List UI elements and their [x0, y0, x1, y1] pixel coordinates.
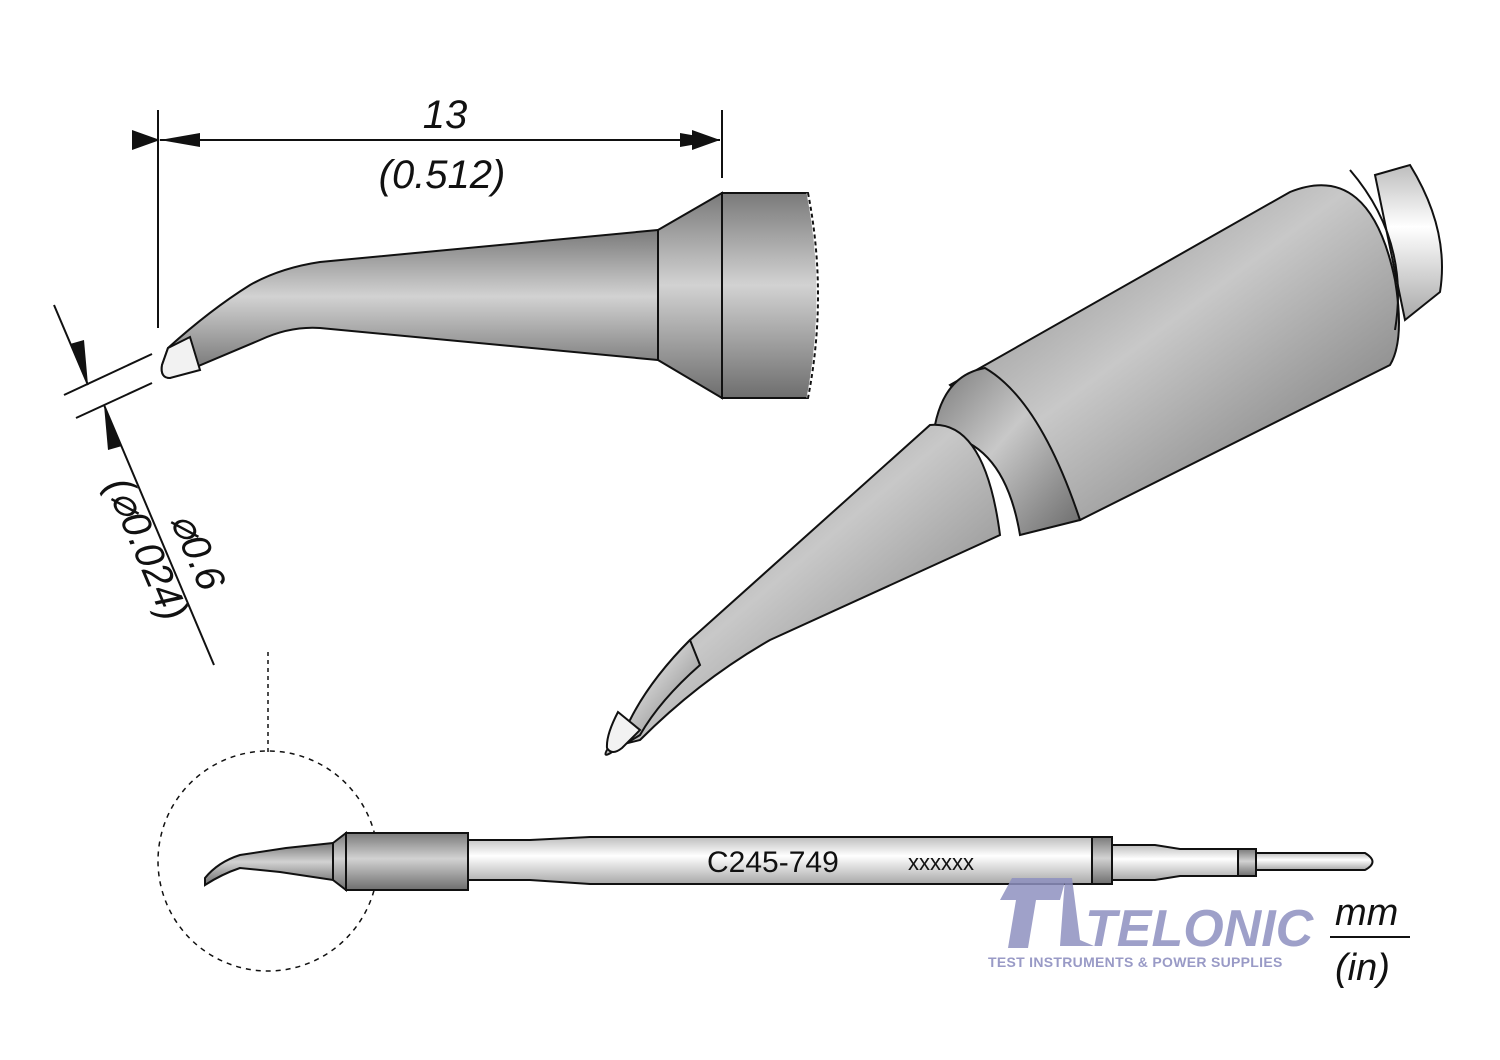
perspective-view [604, 163, 1443, 756]
unit-mm: mm [1335, 892, 1398, 934]
full-tip-view: C245-749 xxxxxx [157, 652, 1374, 972]
length-in-label: (0.512) [379, 153, 506, 197]
telonic-logo-icon [1000, 878, 1094, 948]
unit-in: (in) [1335, 947, 1390, 989]
side-view: 13 (0.512) [132, 93, 820, 400]
logo-tagline: TEST INSTRUMENTS & POWER SUPPLIES [988, 954, 1283, 970]
serial-placeholder: xxxxxx [908, 850, 974, 875]
units-legend: mm (in) [1330, 892, 1410, 989]
logo-name: TELONIC [1085, 900, 1315, 958]
telonic-logo: TELONIC TEST INSTRUMENTS & POWER SUPPLIE… [988, 878, 1315, 970]
part-number: C245-749 [707, 846, 839, 879]
length-mm-label: 13 [423, 93, 468, 137]
